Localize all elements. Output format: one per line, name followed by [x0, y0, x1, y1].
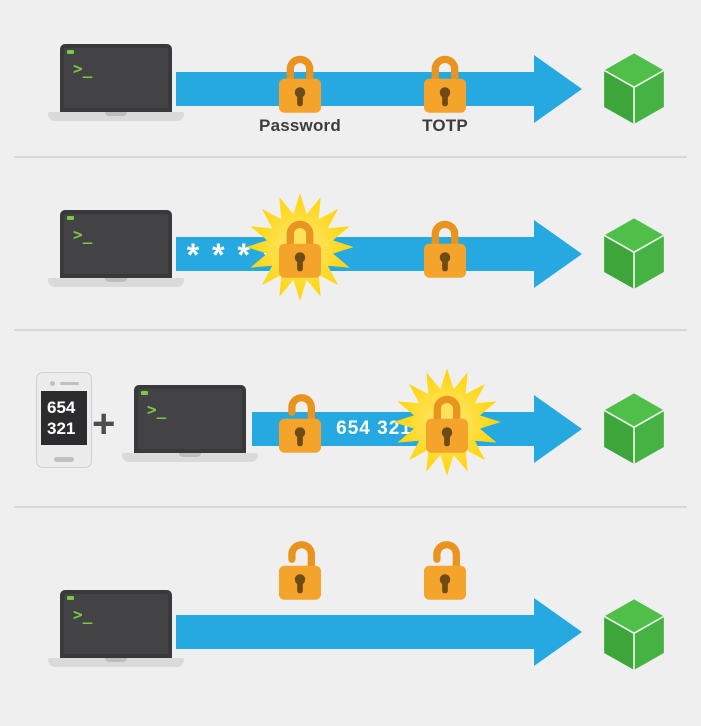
terminal-dot-icon	[141, 391, 148, 395]
phone-speaker-icon	[60, 382, 79, 385]
arrow-head-icon	[534, 220, 582, 288]
plus-sign: +	[92, 402, 116, 446]
arrow-head-icon	[534, 55, 582, 123]
password-lock-open-icon	[274, 388, 326, 456]
totp-lock-highlighted-icon	[421, 388, 473, 456]
server-cube-icon	[600, 392, 668, 468]
row-divider	[14, 506, 687, 508]
terminal-dot-icon	[67, 216, 74, 220]
laptop-screen: >_	[60, 590, 172, 658]
password-lock-highlighted-icon	[274, 213, 326, 281]
phone-home-button	[54, 457, 74, 462]
laptop-base	[48, 112, 184, 121]
client-laptop: >_	[48, 590, 184, 667]
phone-camera-icon	[50, 381, 55, 386]
terminal-prompt: >_	[147, 400, 167, 419]
terminal-prompt: >_	[73, 605, 93, 624]
phone-screen: 654 321	[41, 391, 87, 445]
row-divider	[14, 329, 687, 331]
password-lock-open-icon	[274, 535, 326, 603]
arrow-head-icon	[534, 598, 582, 666]
arrow-head-icon	[534, 395, 582, 463]
client-laptop: >_	[48, 210, 184, 287]
totp-lock-open-icon	[419, 535, 471, 603]
terminal-prompt: >_	[73, 225, 93, 244]
phone: 654 321	[36, 372, 92, 468]
laptop-base	[122, 453, 258, 462]
totp-lock-closed-icon	[419, 48, 471, 116]
totp-label: TOTP	[422, 116, 468, 135]
totp-code-on-wire: 654 321	[336, 418, 412, 439]
server-cube-icon	[600, 598, 668, 674]
arrow-shaft	[176, 615, 534, 649]
laptop-screen: >_	[134, 385, 246, 453]
row-password-entry: >_ * * * *	[0, 157, 701, 330]
row-totp-entry: 654 321 + >_ 654 321	[0, 330, 701, 507]
laptop-screen: >_	[60, 210, 172, 278]
row-divider	[14, 156, 687, 158]
arrow-shaft	[176, 237, 534, 271]
server-cube-icon	[600, 52, 668, 128]
server-cube-icon	[600, 217, 668, 293]
row-setup: >_ Password TOTP	[0, 0, 701, 157]
flow-arrow	[176, 598, 582, 666]
terminal-dot-icon	[67, 596, 74, 600]
totp-code-line1: 654	[47, 398, 76, 417]
client-laptop: >_	[122, 385, 258, 462]
password-lock-closed-icon	[274, 48, 326, 116]
arrow-shaft	[176, 72, 534, 106]
row-authenticated: >_	[0, 507, 701, 726]
flow-arrow	[176, 55, 582, 123]
laptop-base	[48, 278, 184, 287]
totp-lock-closed-icon	[419, 213, 471, 281]
terminal-prompt: >_	[73, 59, 93, 78]
flow-arrow	[176, 220, 582, 288]
client-laptop: >_	[48, 44, 184, 121]
laptop-screen: >_	[60, 44, 172, 112]
totp-code-line2: 321	[47, 419, 76, 438]
password-label: Password	[259, 116, 341, 135]
laptop-base	[48, 658, 184, 667]
terminal-dot-icon	[67, 50, 74, 54]
